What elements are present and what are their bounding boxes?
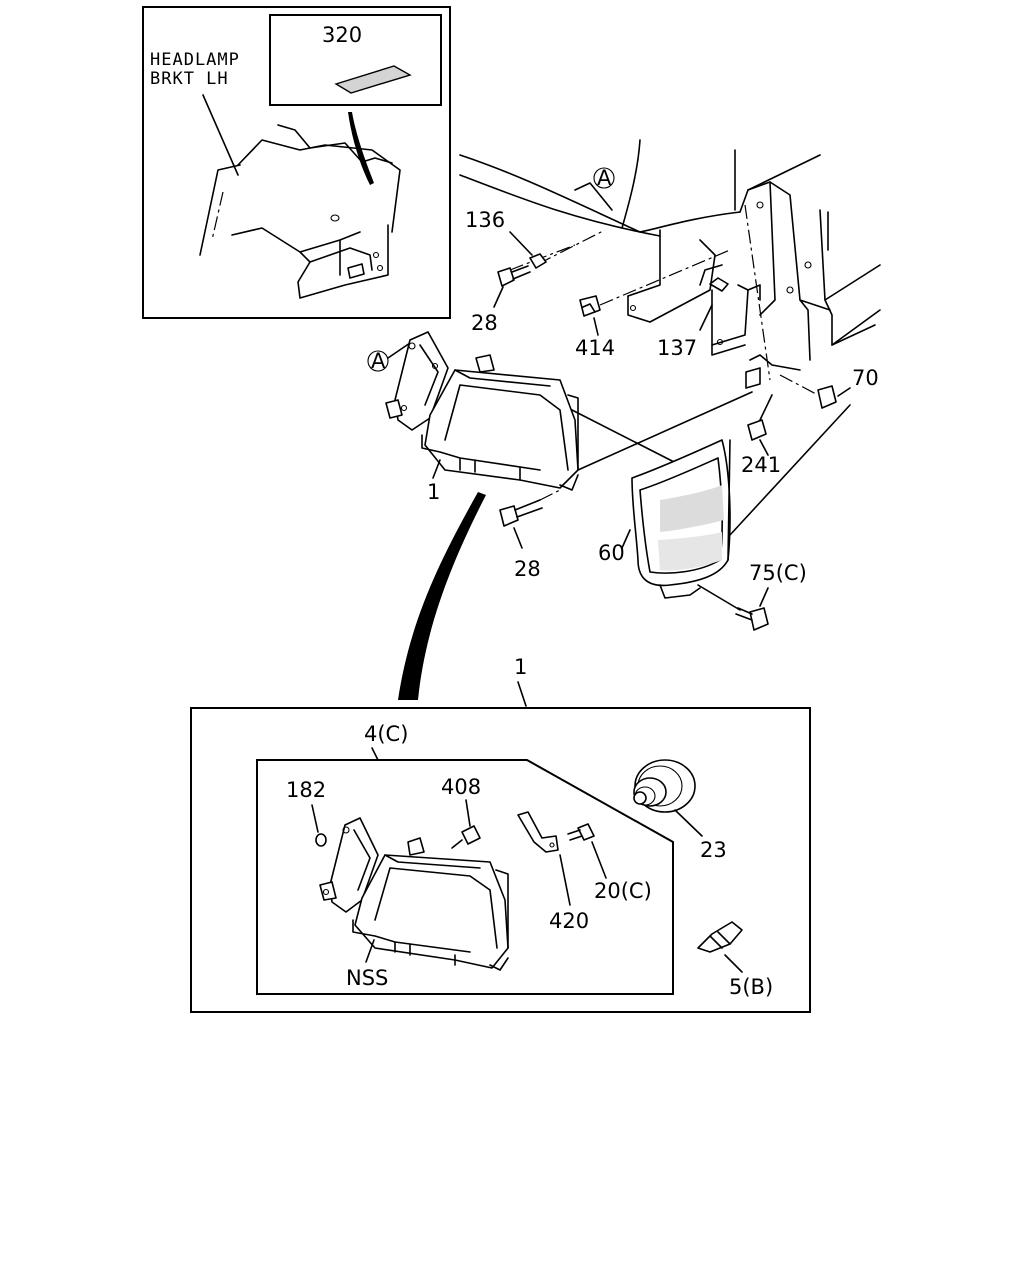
mount-line-136 — [537, 229, 606, 265]
ref-a-upper-label: A — [597, 166, 612, 190]
reference-a-upper: A — [593, 166, 615, 190]
callout-23: 23 — [700, 838, 727, 862]
callout-1-upper: 1 — [427, 480, 440, 504]
callout-408: 408 — [441, 775, 481, 799]
callout-70: 70 — [852, 366, 879, 390]
part-241-bolt-icon — [747, 394, 773, 456]
pad-320-icon — [334, 65, 412, 94]
inset-headlamp-bracket: HEADLAMP BRKT LH 320 — [142, 6, 451, 319]
bracket-drawing-icon — [199, 124, 401, 299]
callout-241: 241 — [741, 453, 781, 477]
callout-4c-leader — [371, 747, 379, 761]
inset-title-line1: HEADLAMP — [150, 50, 240, 70]
bracket-leader — [202, 94, 239, 176]
part-414-clip-icon — [579, 295, 601, 336]
detail-header-leader — [517, 681, 527, 707]
callout-4c: 4(C) — [364, 722, 408, 746]
mount-line-414 — [599, 249, 731, 306]
callout-182: 182 — [286, 778, 326, 802]
headlamp-unit-detail-icon — [319, 817, 509, 971]
callout-5b: 5(B) — [729, 975, 773, 999]
subassembly-frame — [256, 759, 674, 995]
detail-header-1: 1 — [514, 655, 527, 679]
callout-137: 137 — [657, 336, 697, 360]
reference-a-left: A — [367, 349, 389, 373]
part-5b-bulb-icon — [697, 921, 743, 973]
corner-bezel-60-icon — [621, 404, 851, 611]
part-182-icon — [311, 804, 327, 847]
ref-a-left-leader — [387, 342, 411, 359]
callout-60: 60 — [598, 541, 625, 565]
vehicle-body-icon — [459, 139, 881, 389]
callout-136: 136 — [465, 208, 505, 232]
part-320-frame — [269, 14, 442, 106]
part-408-icon — [451, 799, 481, 849]
inset-frame — [142, 6, 451, 319]
callout-nss: NSS — [346, 966, 388, 990]
detail-frame — [190, 707, 811, 1013]
part-136-nut-icon — [509, 231, 547, 269]
part-28-top-bolt-icon — [493, 265, 531, 308]
part-137-clip-icon — [699, 304, 713, 331]
callout-75c: 75(C) — [749, 561, 807, 585]
callout-414: 414 — [575, 336, 615, 360]
lamp-leader-a — [571, 409, 681, 466]
callout-320: 320 — [322, 23, 362, 47]
part-75c-bolt-icon — [735, 587, 769, 631]
part-420-bracket-icon — [517, 811, 571, 906]
part-70-nut-icon — [779, 374, 851, 409]
callout-20c: 20(C) — [594, 879, 652, 903]
part-23-socket-icon — [633, 759, 703, 837]
inset-title-line2: BRKT LH — [150, 69, 229, 89]
lamp-leader-b — [577, 391, 753, 471]
mount-line-right — [744, 204, 771, 381]
callout-420: 420 — [549, 909, 589, 933]
ref-a-left-label: A — [371, 349, 386, 373]
headlamp-assembly-icon — [385, 331, 579, 491]
part-28-mid-bolt-icon — [499, 489, 561, 549]
detail-arrow-icon — [398, 492, 486, 700]
callout-28-top: 28 — [471, 311, 498, 335]
part-20c-screw-icon — [567, 823, 607, 879]
callout-28-mid: 28 — [514, 557, 541, 581]
